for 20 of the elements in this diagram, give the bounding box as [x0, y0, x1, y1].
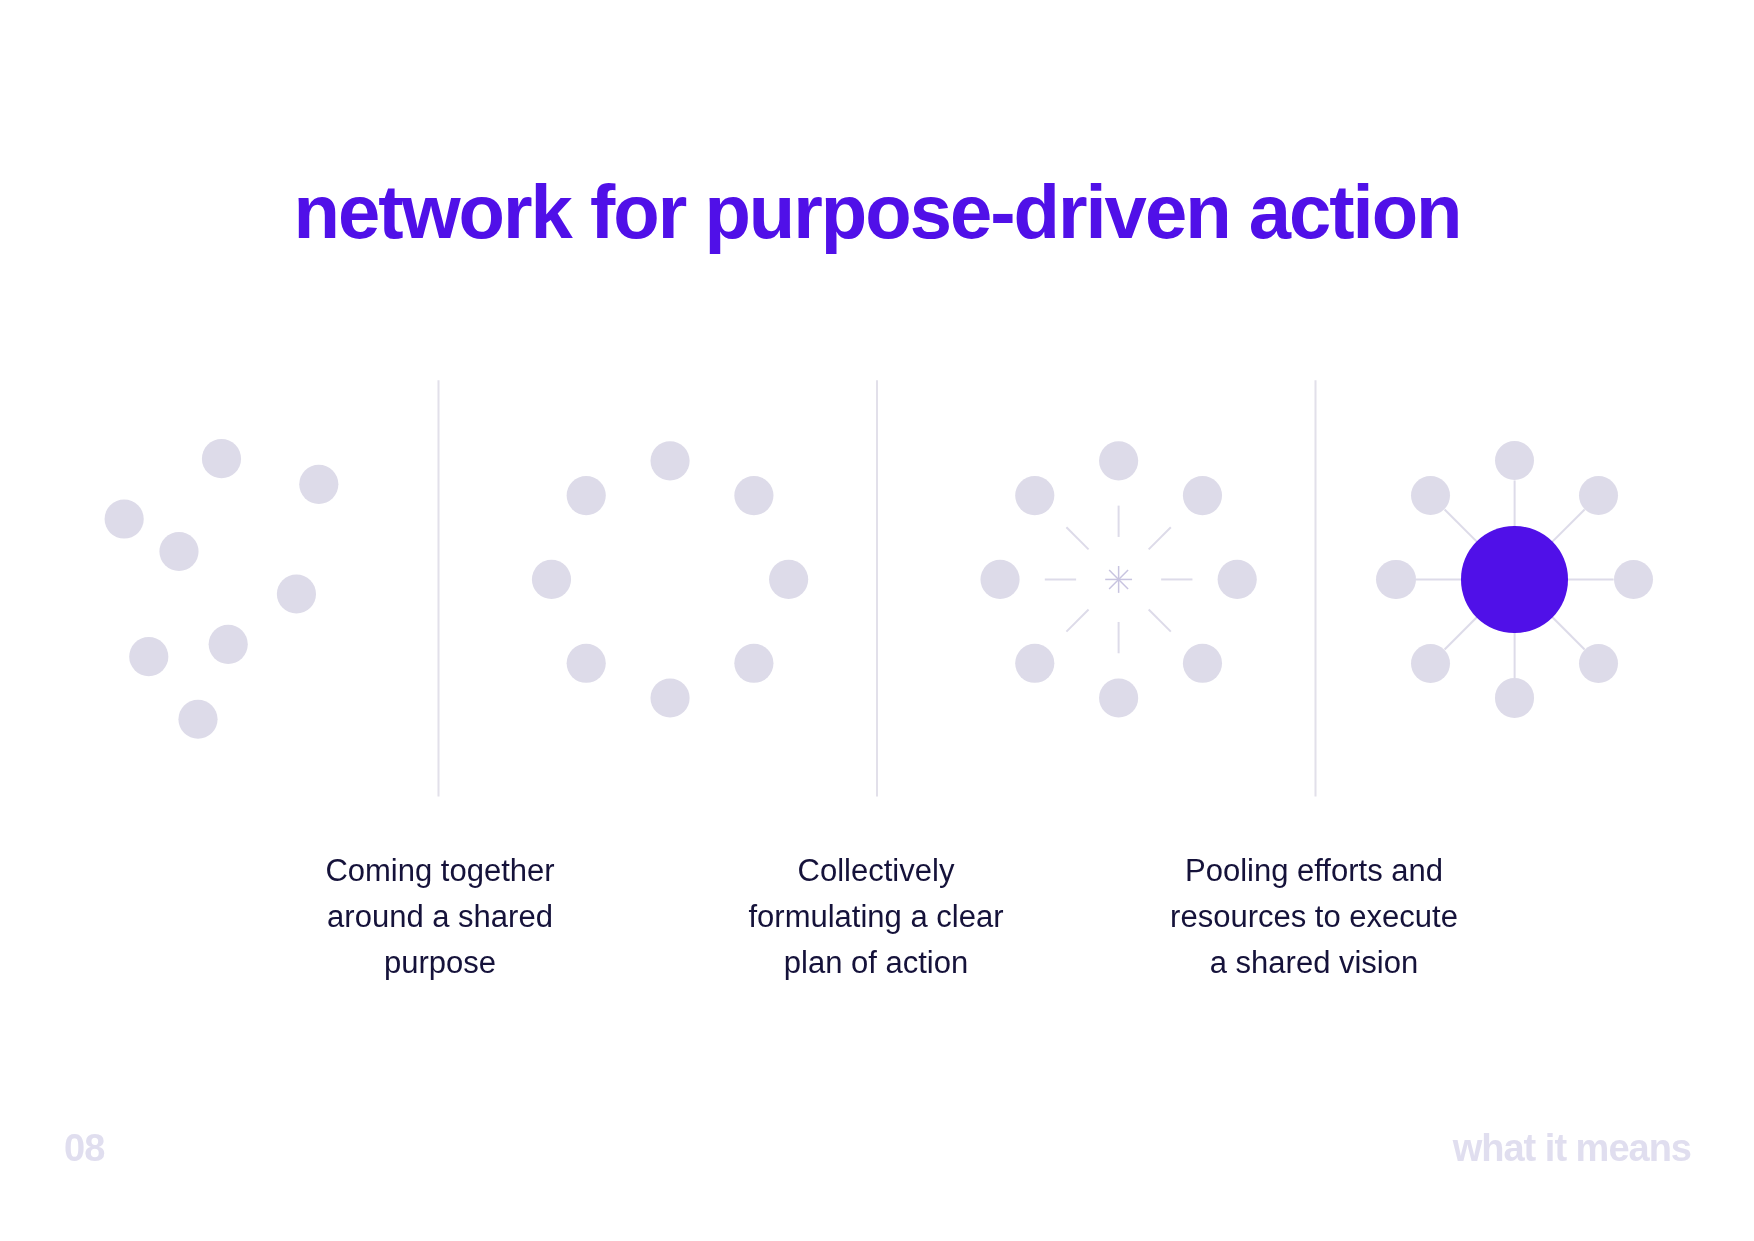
- connector-line: [1513, 631, 1516, 680]
- connector-line: [1414, 578, 1463, 581]
- caption: Pooling efforts and resources to execute a shared vision: [1169, 852, 1459, 982]
- member-dot: [1376, 559, 1416, 599]
- member-dot: [1578, 476, 1618, 516]
- member-dot: [1411, 643, 1451, 683]
- caption: Collectively formulating a clear plan of action: [747, 852, 1005, 982]
- caption: Coming together around a shared purpose: [324, 852, 556, 982]
- connector-line: [1513, 479, 1516, 528]
- member-dot: [1578, 643, 1618, 683]
- connector-line: [1443, 616, 1479, 651]
- connector-line: [1443, 508, 1479, 543]
- member-dot: [1613, 559, 1653, 599]
- title: network for purpose-driven action: [292, 168, 1462, 255]
- connector-line: [1551, 616, 1586, 651]
- member-dot: [1411, 476, 1451, 516]
- member-dot: [1495, 678, 1535, 718]
- connector-line: [1566, 578, 1615, 581]
- connector-line: [1551, 508, 1586, 543]
- member-dot: [1495, 441, 1535, 481]
